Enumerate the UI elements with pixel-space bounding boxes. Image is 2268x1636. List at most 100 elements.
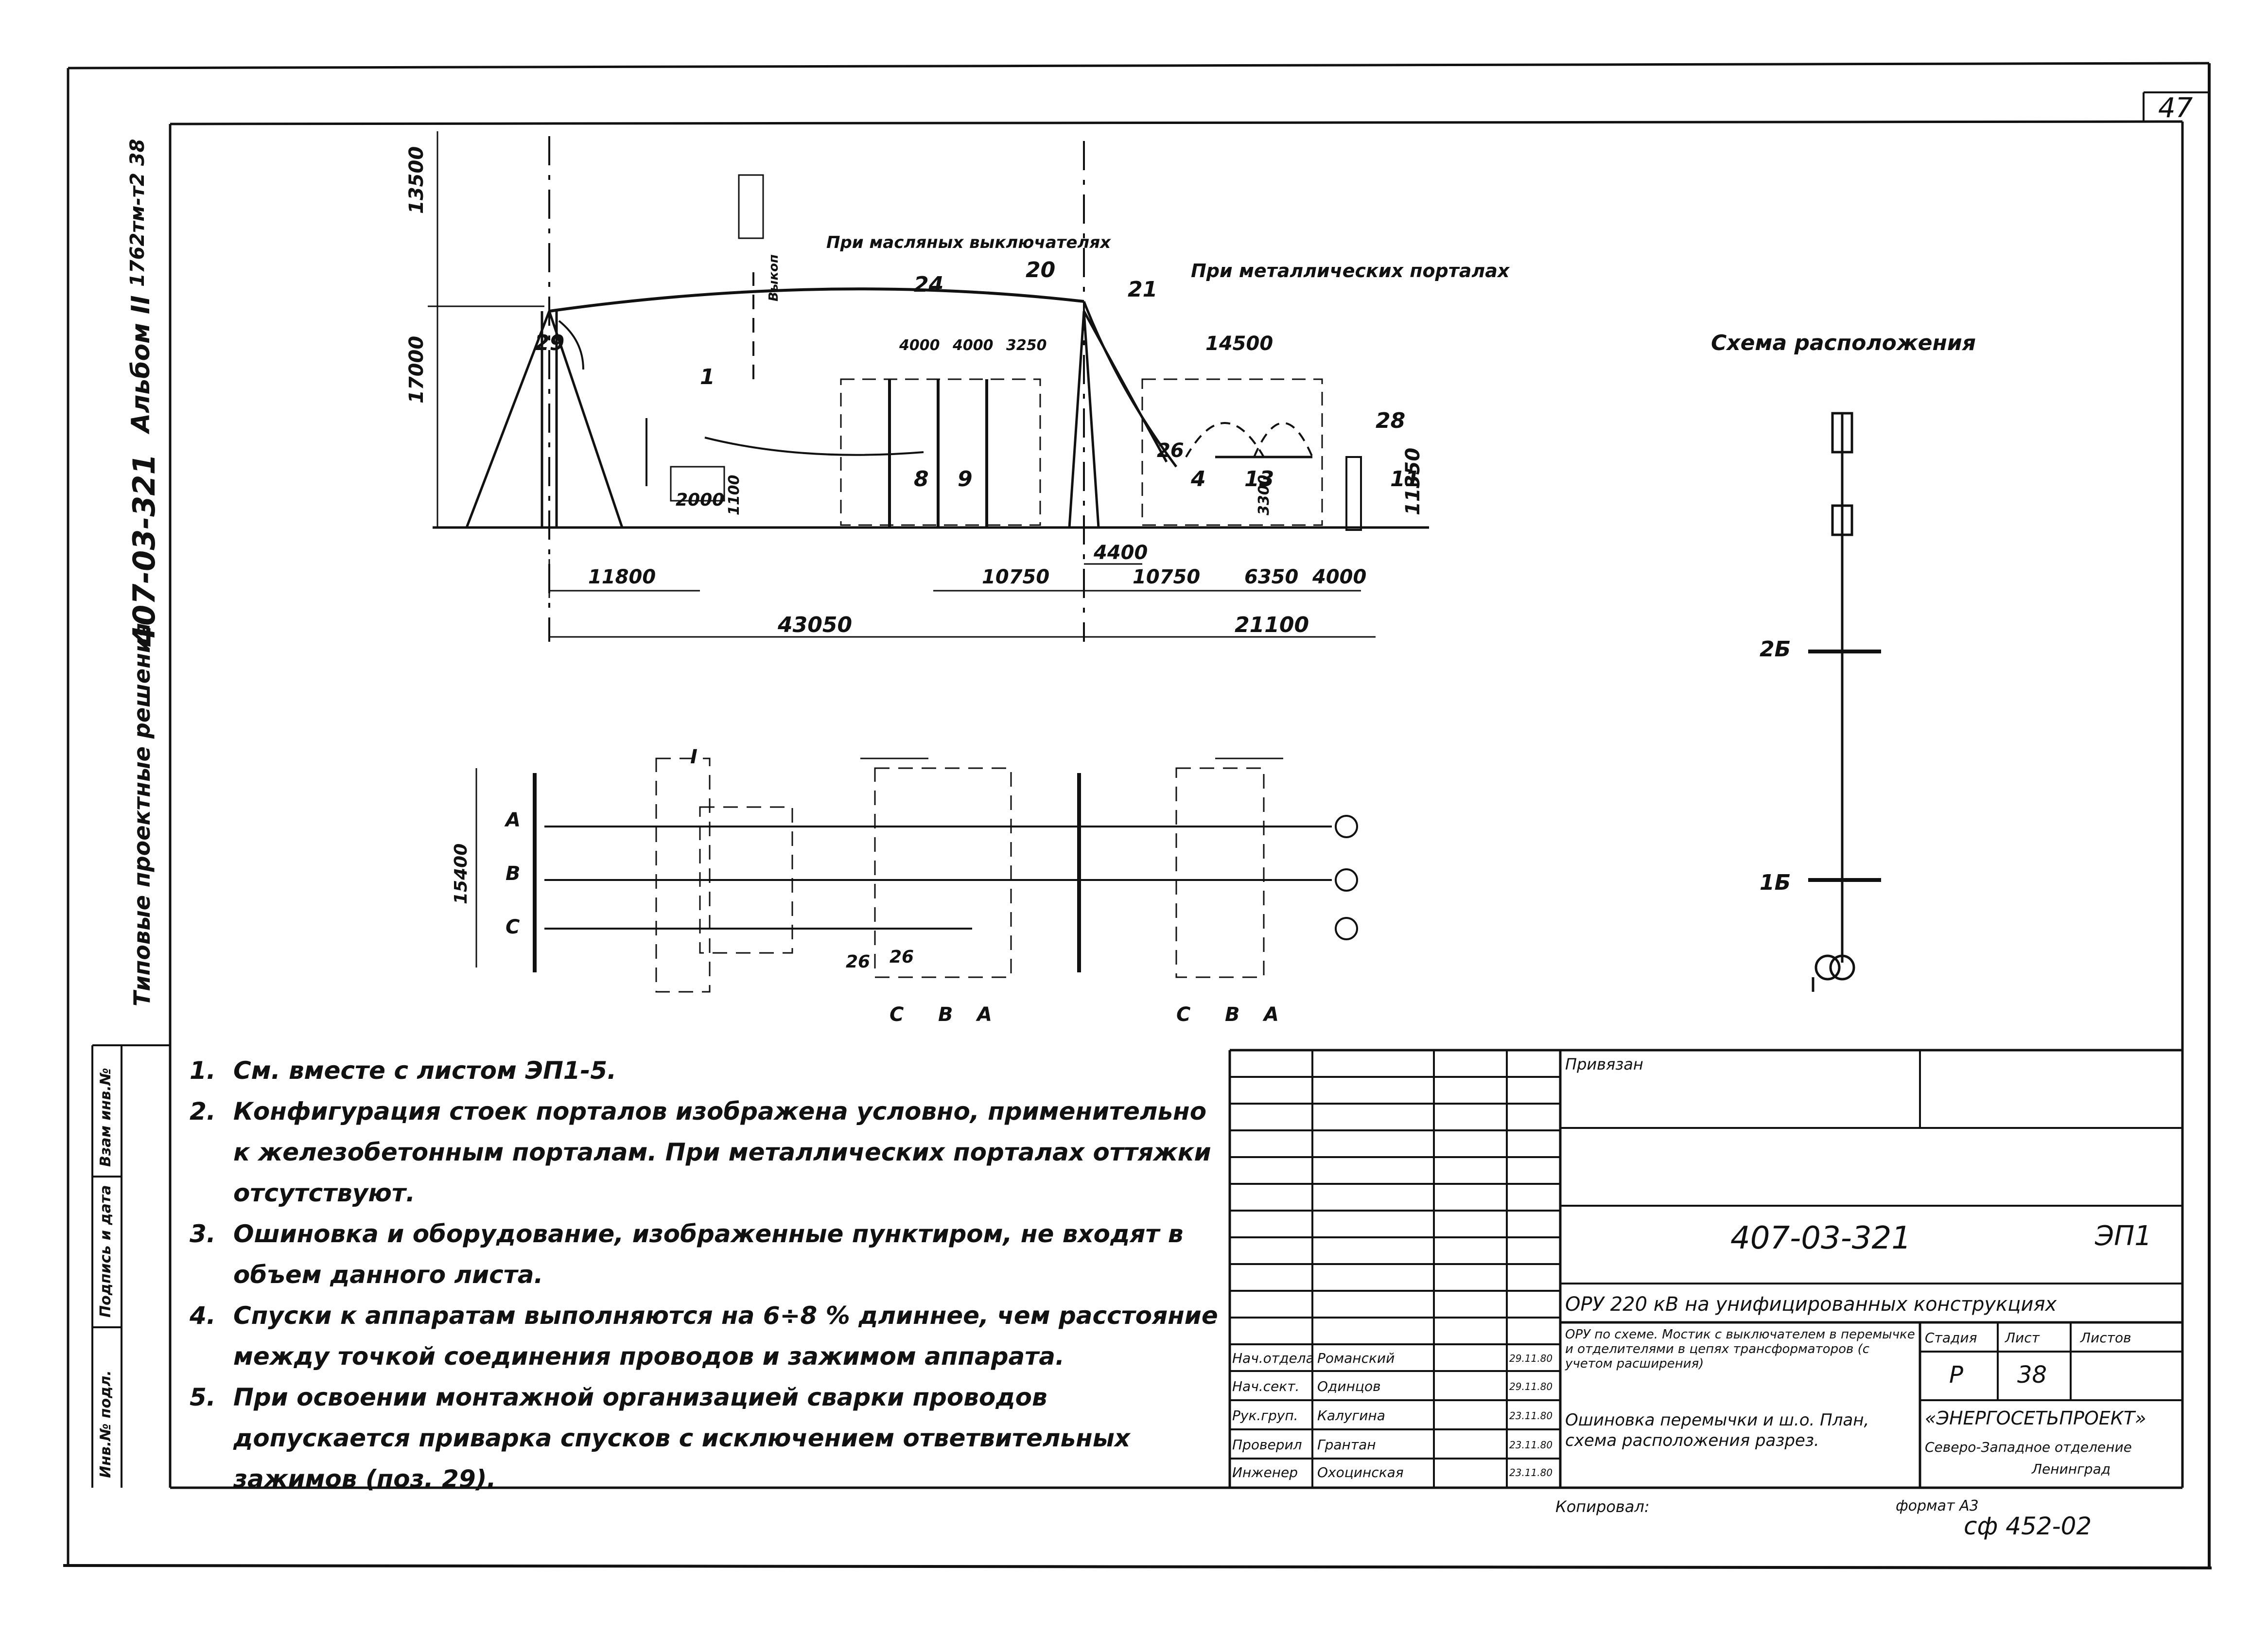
series-code: 407-03-321: [126, 454, 162, 647]
scheme-title: Схема расположения: [1711, 331, 1976, 355]
signer-date: 23.11.80: [1509, 1410, 1553, 1422]
sheet-number: 38: [2017, 1361, 2047, 1389]
svg-text:4000: 4000: [952, 337, 994, 354]
svg-text:4: 4: [1190, 467, 1206, 492]
order-code: 1762тм-т2 38: [126, 139, 149, 287]
linked-label: Привязан: [1565, 1055, 1643, 1073]
svg-text:28: 28: [1376, 408, 1405, 433]
svg-text:B: B: [938, 1003, 953, 1026]
signer-role: Нач.сект.: [1232, 1378, 1300, 1394]
plan-view: [475, 757, 1358, 993]
note-item: 5. При освоении монтажной организацией с…: [190, 1377, 1220, 1499]
note-item: 2. Конфигурация стоек порталов изображен…: [190, 1091, 1220, 1214]
signer-date: 29.11.80: [1509, 1353, 1553, 1364]
svg-text:11: 11: [1390, 467, 1420, 492]
drawing-description: ОРУ по схеме. Мостик с выключателем в пе…: [1565, 1327, 1915, 1371]
note-number: 4.: [190, 1302, 216, 1330]
sheets-header: Листов: [2080, 1330, 2131, 1346]
side-column-inv: Инв.№ подл.: [97, 1370, 114, 1478]
project-title: ОРУ 220 кВ на унифицированных конструкци…: [1565, 1293, 2057, 1316]
sheet-header: Лист: [2005, 1330, 2040, 1346]
org-branch: Северо-Западное отделение: [1925, 1439, 2132, 1455]
signer-role: Инженер: [1232, 1464, 1298, 1480]
svg-text:11800: 11800: [588, 566, 656, 588]
org-name: «ЭНЕРГОСЕТЬПРОЕКТ»: [1925, 1407, 2146, 1429]
svg-text:29: 29: [535, 331, 564, 355]
scheme-label-2b: 2Б: [1760, 637, 1791, 662]
org-city: Ленинград: [2032, 1461, 2111, 1477]
note-item: 1. См. вместе с листом ЭП1-5.: [190, 1050, 1220, 1091]
svg-text:A: A: [1262, 1003, 1279, 1026]
svg-text:C: C: [1176, 1003, 1190, 1026]
signer-name: Одинцов: [1317, 1378, 1381, 1394]
svg-text:А: А: [504, 809, 521, 831]
svg-text:4400: 4400: [1093, 542, 1148, 564]
svg-text:2000: 2000: [676, 490, 724, 510]
elevation-section: [428, 131, 1429, 642]
note-text: Спуски к аппаратам выполняются на 6÷8 % …: [233, 1302, 1218, 1371]
side-column-sign: Подпись и дата: [97, 1185, 114, 1318]
svg-text:1: 1: [700, 365, 715, 389]
series-title: Типовые проектные решения: [129, 623, 155, 1006]
note-item: 3. Ошиновка и оборудование, изображенные…: [190, 1214, 1220, 1295]
svg-text:9: 9: [958, 467, 973, 492]
signer-date: 29.11.80: [1509, 1381, 1553, 1392]
note-number: 5.: [190, 1383, 216, 1411]
note-number: 1.: [190, 1056, 216, 1085]
note-number: 3.: [190, 1220, 216, 1248]
svg-text:20: 20: [1026, 258, 1055, 282]
svg-text:13500: 13500: [405, 146, 428, 214]
svg-text:3300: 3300: [1256, 475, 1273, 516]
copied-label: Копировал:: [1555, 1497, 1650, 1516]
signer-name: Калугина: [1317, 1407, 1385, 1424]
svg-text:C: C: [890, 1003, 904, 1026]
svg-text:15400: 15400: [451, 844, 471, 904]
svg-text:4000: 4000: [1312, 566, 1366, 588]
svg-text:A: A: [976, 1003, 992, 1026]
note-text: См. вместе с листом ЭП1-5.: [233, 1056, 617, 1085]
album-label: Альбом II: [126, 295, 156, 433]
drawing-title: Ошиновка перемычки и ш.о. План, схема ра…: [1565, 1410, 1869, 1450]
svg-text:I: I: [690, 746, 698, 768]
elevation-labels: 13500 17000 11350 2000 1100 3300 4000 40…: [405, 146, 1510, 637]
svg-text:10750: 10750: [1133, 566, 1200, 588]
note-text: Конфигурация стоек порталов изображена у…: [233, 1097, 1211, 1207]
note-text: При освоении монтажной организацией свар…: [233, 1383, 1131, 1493]
signer-date: 23.11.80: [1509, 1467, 1553, 1478]
signer-role: Нач.отдела: [1232, 1350, 1314, 1366]
svg-text:1100: 1100: [726, 475, 743, 516]
format-label: формат А3: [1896, 1497, 1979, 1514]
svg-text:6350: 6350: [1244, 566, 1298, 588]
svg-text:8: 8: [914, 467, 929, 492]
svg-text:26: 26: [846, 952, 870, 972]
page-number: 47: [2158, 92, 2193, 124]
svg-text:26: 26: [890, 947, 914, 967]
svg-text:17000: 17000: [405, 336, 428, 404]
signer-name: Романский: [1317, 1350, 1395, 1366]
note-number: 2.: [190, 1097, 216, 1126]
note-text: Ошиновка и оборудование, изображенные пу…: [233, 1220, 1184, 1289]
sheet-code: ЭП1: [2095, 1220, 2152, 1252]
signer-name: Охоцинская: [1317, 1464, 1404, 1480]
svg-text:B: B: [1225, 1003, 1240, 1026]
order-number: сф 452-02: [1964, 1512, 2092, 1540]
side-column-replace: Взам инв.№: [97, 1068, 114, 1167]
svg-text:При масляных выключателях: При масляных выключателях: [826, 233, 1111, 252]
svg-text:Выкоп: Выкоп: [767, 254, 781, 301]
svg-text:24: 24: [914, 272, 943, 297]
signer-role: Рук.груп.: [1232, 1407, 1298, 1424]
single-line-scheme: [1808, 412, 1881, 992]
notes-list: 1. См. вместе с листом ЭП1-5. 2. Конфигу…: [190, 1050, 1220, 1499]
svg-text:11350: 11350: [1402, 448, 1424, 515]
doc-code: 407-03-321: [1730, 1220, 1911, 1256]
svg-text:B: B: [506, 862, 521, 885]
stage-header: Стадия: [1925, 1330, 1977, 1346]
svg-text:10750: 10750: [982, 566, 1049, 588]
svg-text:21: 21: [1128, 277, 1157, 302]
title-block-grid: [1228, 1049, 2182, 1488]
svg-text:26: 26: [1157, 440, 1184, 462]
svg-text:C: C: [506, 916, 520, 938]
svg-text:13: 13: [1244, 467, 1274, 492]
svg-text:21100: 21100: [1235, 613, 1309, 637]
